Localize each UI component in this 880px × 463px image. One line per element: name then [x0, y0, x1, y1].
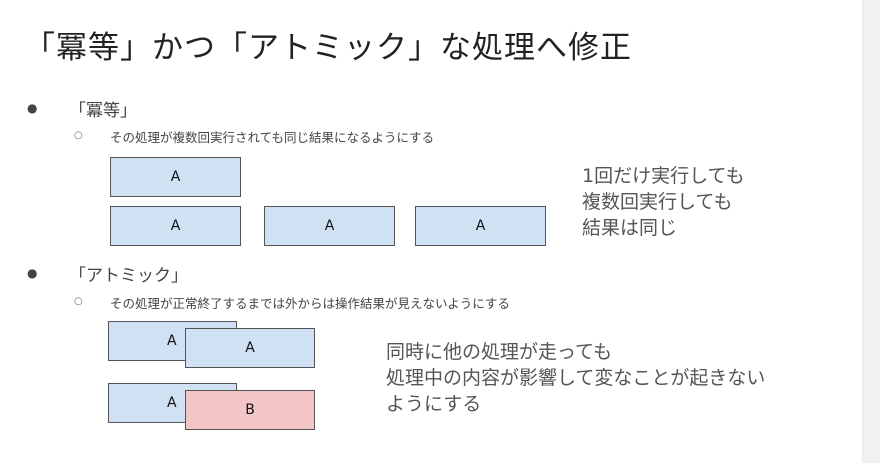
section-idempotent-heading: 「冪等」: [69, 101, 137, 121]
note-line: 1回だけ実行しても: [582, 165, 745, 187]
note-line: 同時に他の処理が走っても: [386, 341, 613, 363]
box-process-front-1: A: [185, 328, 315, 368]
sub-bullet-icon: ○: [74, 130, 83, 141]
box-single-run: A: [110, 157, 241, 197]
note-line: 結果は同じ: [582, 217, 678, 239]
slide: 「冪等」かつ「アトミック」な処理へ修正 ● 「冪等」 ○ その処理が複数回実行さ…: [24, 30, 766, 430]
section-idempotent-description: その処理が複数回実行されても同じ結果になるようにする: [110, 130, 435, 145]
sub-bullet-icon: ○: [74, 296, 83, 307]
atomic-note: 同時に他の処理が走っても 処理中の内容が影響して変なことが起きない ようにする: [386, 339, 765, 417]
note-line: 処理中の内容が影響して変なことが起きない: [386, 367, 766, 389]
note-line: ようにする: [386, 393, 482, 415]
section-atomic-description: その処理が正常終了するまでは外からは操作結果が見えないようにする: [110, 296, 510, 311]
bullet-icon: ●: [27, 101, 38, 115]
bullet-icon: ●: [27, 266, 38, 280]
slide-title: 「冪等」かつ「アトミック」な処理へ修正: [24, 30, 632, 66]
section-atomic-heading: 「アトミック」: [69, 266, 188, 286]
box-process-front-2: B: [185, 390, 315, 430]
box-multi-run-2: A: [264, 206, 395, 246]
scrollbar[interactable]: [862, 0, 880, 463]
box-multi-run-1: A: [110, 206, 241, 246]
idempotent-note: 1回だけ実行しても 複数回実行しても 結果は同じ: [582, 163, 745, 241]
note-line: 複数回実行しても: [582, 191, 733, 213]
box-multi-run-3: A: [415, 206, 546, 246]
